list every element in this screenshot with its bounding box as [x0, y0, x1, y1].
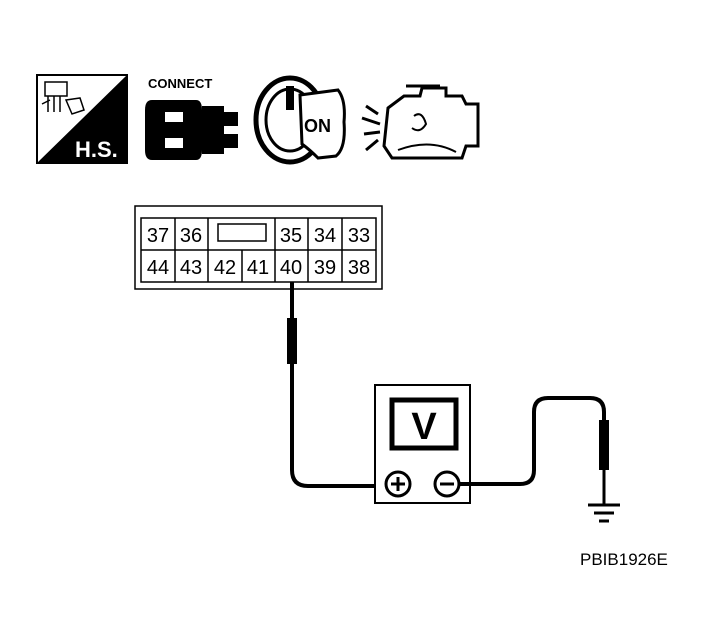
pin-33: 33 — [348, 225, 370, 247]
ignition-key-on-icon: ON — [253, 75, 346, 165]
pin-35: 35 — [280, 225, 302, 247]
pin-41: 41 — [247, 257, 269, 279]
pin-36: 36 — [180, 225, 202, 247]
pin-42: 42 — [214, 257, 236, 279]
ground-icon — [588, 503, 620, 523]
harness-sensor-icon: H.S. — [36, 74, 128, 164]
hs-label: H.S. — [75, 137, 118, 162]
engine-running-icon — [361, 84, 480, 160]
positive-probe-lead — [287, 282, 378, 488]
plus-terminal-icon — [384, 470, 412, 498]
negative-probe-tip — [599, 420, 609, 470]
pin-43: 43 — [180, 257, 202, 279]
pin-37: 37 — [147, 225, 169, 247]
pin-40: 40 — [280, 257, 302, 279]
pin-44: 44 — [147, 257, 169, 279]
connector-block: 37 36 35 34 33 44 43 42 41 40 39 38 — [134, 205, 383, 290]
connect-label: CONNECT — [148, 76, 212, 91]
negative-probe-lead — [459, 396, 609, 504]
pin-39: 39 — [314, 257, 336, 279]
voltmeter: V — [374, 384, 471, 504]
pin-34: 34 — [314, 225, 336, 247]
key-on-label: ON — [304, 116, 331, 136]
pin-38: 38 — [348, 257, 370, 279]
connector-icon: CONNECT — [145, 76, 238, 160]
connector-blank-slot — [217, 223, 267, 242]
minus-terminal-icon — [433, 470, 461, 498]
figure-code: PBIB1926E — [580, 550, 668, 569]
voltmeter-label: V — [411, 406, 437, 448]
positive-probe-tip — [287, 318, 297, 364]
